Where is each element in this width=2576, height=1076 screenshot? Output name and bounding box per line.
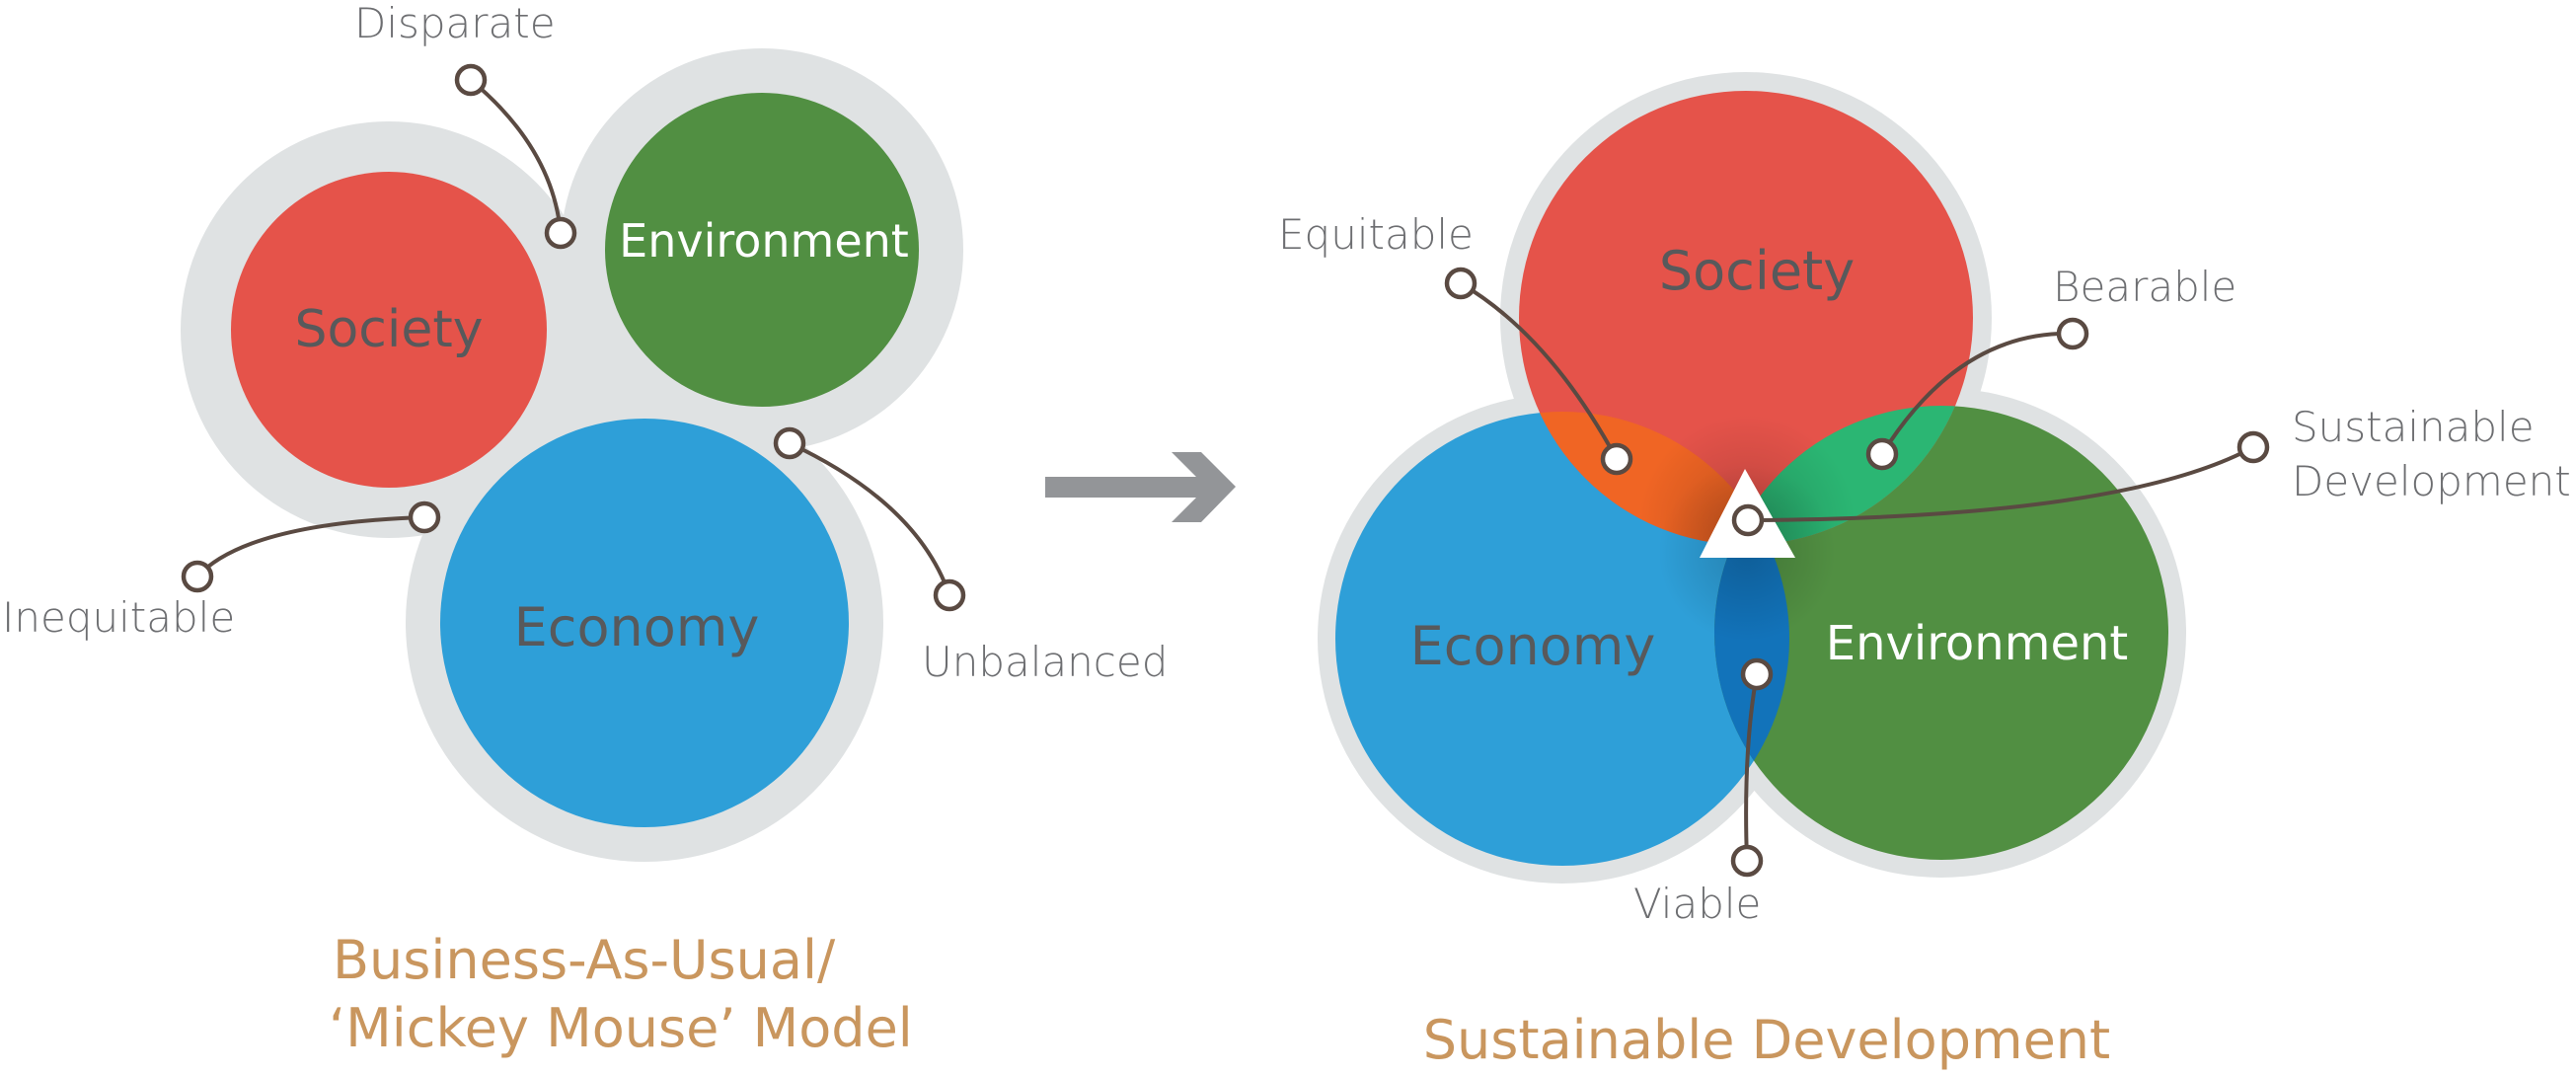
viable-marker-outer [1730,844,1764,878]
society-label: Society [294,300,483,359]
equitable-connector [1459,281,1619,461]
disparate-label: Disparate [354,0,556,47]
disparate-connector [469,78,563,235]
disparate-marker-outer [454,63,488,97]
bearable-marker-inner [1865,437,1899,471]
viable-label: Viable [1633,880,1761,928]
equitable-marker-outer [1444,267,1477,300]
viable-connector [1744,672,1759,863]
society-label-right: Society [1659,240,1855,302]
sustainable-marker-inner [1731,503,1765,537]
sustainable-marker-outer [2236,430,2270,464]
equitable-marker-inner [1600,442,1633,476]
bearable-marker-outer [2056,317,2089,350]
environment-label-right: Environment [1826,616,2129,671]
inequitable-connector [195,515,426,578]
mickey-mouse-model: Society Environment Economy Disparate In… [2,0,1168,1059]
sustainable-connector [1746,445,2255,522]
economy-circle [440,419,849,827]
sustainable-development-model: Society Economy Environment Equitable Be… [1278,72,2571,1071]
environment-circle [605,93,919,407]
right-arrow-icon [1045,452,1236,522]
unbalanced-marker-outer [933,578,966,612]
sustainable-label-line2: Development [2292,457,2571,505]
unbalanced-label: Unbalanced [922,638,1168,686]
inequitable-marker-outer [181,560,214,593]
disparate-marker-inner [544,216,577,250]
economy-label: Economy [514,596,760,658]
unbalanced-connector [788,441,951,597]
society-circle [231,172,547,488]
bearable-connector [1880,331,2075,456]
left-title-line2: ‘Mickey Mouse’ Model [329,997,913,1059]
sustainable-label-line1: Sustainable [2292,403,2535,451]
left-title-line1: Business-As-Usual/ [333,929,836,991]
viable-marker-inner [1740,657,1774,691]
economy-label-right: Economy [1410,615,1656,677]
inequitable-label: Inequitable [2,593,235,642]
environment-label: Environment [619,214,909,268]
bearable-label: Bearable [2053,263,2236,311]
right-title: Sustainable Development [1423,1009,2110,1071]
equitable-label: Equitable [1278,210,1474,259]
inequitable-marker-inner [408,500,441,534]
unbalanced-marker-inner [773,426,806,460]
